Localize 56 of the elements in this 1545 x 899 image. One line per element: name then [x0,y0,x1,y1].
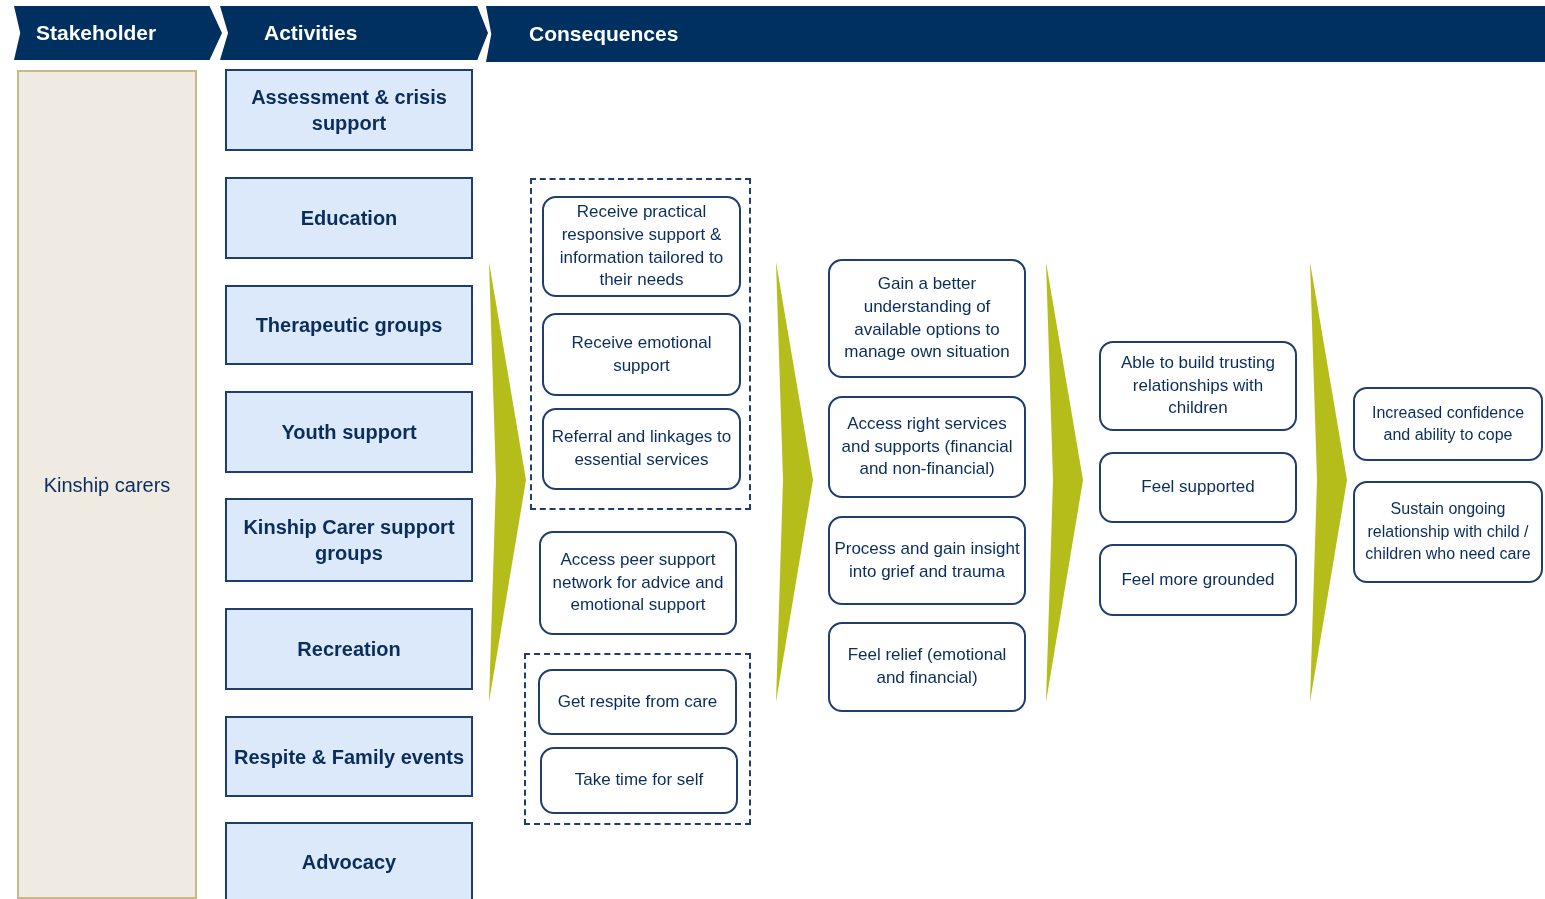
activity-label: Youth support [281,420,417,445]
outcome-box [1353,387,1543,461]
activity-box [225,716,473,797]
outcome-box [540,747,738,814]
activity-box [225,608,473,690]
outcome-box [1099,452,1297,523]
activity-box [225,285,473,365]
outcome-box [542,313,741,396]
outcome-label: Able to build trusting relationships with children [1119,351,1276,420]
outcome-label: Get respite from care [557,690,718,713]
dashed-group-box [524,653,751,825]
activity-box [225,69,473,151]
outcome-box [538,669,737,735]
stakeholder-panel [17,70,197,899]
activity-box [225,822,473,899]
activity-label: Recreation [297,637,401,662]
outcome-box [542,196,741,297]
outcome-label: Increased confidence and ability to cope [1370,402,1526,445]
header-label: Consequences [529,21,679,48]
outcome-label: Feel relief (emotional and financial) [846,644,1008,689]
activity-label: Assessment & crisis support [250,85,448,136]
header-label: Stakeholder [36,20,157,47]
activity-box [225,177,473,259]
outcome-box [539,531,737,635]
outcome-label: Referral and linkages to essential services [550,426,733,471]
outcome-label: Sustain ongoing relationship with child / children who need care [1364,499,1532,565]
header-banner [220,6,488,60]
outcome-label: Gain a better understanding of available options to manage own situation [843,272,1011,364]
outcome-label: Take time for self [574,769,704,792]
header-banner [14,6,222,60]
outcome-box [1099,544,1297,616]
activity-box [225,391,473,473]
outcome-label: Access right services and supports (financial and non-financial) [840,412,1014,481]
activity-label: Respite & Family events [233,744,465,770]
outcome-box [1099,341,1297,431]
header-label: Activities [264,20,358,47]
activity-box [225,498,473,582]
activity-label: Therapeutic groups [255,313,443,338]
outcome-box [828,259,1026,378]
header-banner [486,6,1545,62]
outcome-box [542,408,741,490]
outcome-box [828,396,1026,498]
outcome-box [1353,481,1543,583]
stakeholder-label: Kinship carers [43,472,171,498]
outcome-label: Feel more grounded [1121,568,1275,591]
outcome-label: Access peer support network for advice and emotional support [551,548,725,617]
outcome-box [828,516,1026,605]
outcome-label: Feel supported [1141,476,1255,499]
activity-label: Education [300,206,398,231]
dashed-group-box [530,178,751,510]
outcome-label: Process and gain insight into grief and trauma [834,537,1020,583]
outcome-box [828,622,1026,712]
activity-label: Kinship Carer support groups [242,515,456,566]
outcome-label: Receive emotional support [570,331,713,377]
activity-label: Advocacy [301,850,397,875]
outcome-label: Receive practical responsive support & information tailored to their needs [558,200,725,292]
